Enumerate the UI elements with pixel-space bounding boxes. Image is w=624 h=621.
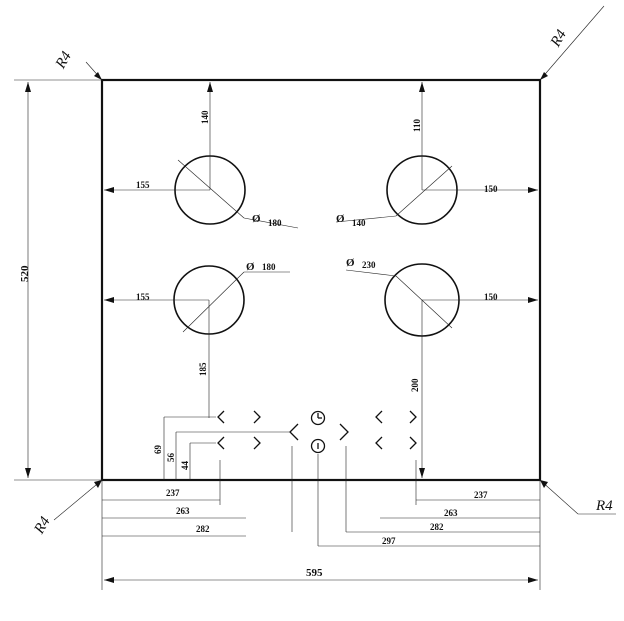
- control-right-dimensions: 237 263 282 297: [317, 446, 540, 547]
- offset-edge: 185: [198, 362, 208, 376]
- control-offset: 69: [153, 445, 163, 455]
- chevron-right-icon: [253, 410, 261, 424]
- control-offset: 263: [444, 508, 458, 518]
- burner-top-right: 110 150 Ø 140: [335, 82, 538, 228]
- offset-side: 155: [136, 180, 150, 190]
- control-offset: 237: [474, 490, 488, 500]
- chevron-right-icon: [409, 410, 417, 424]
- burner-bottom-left: 155 185 Ø 180: [104, 261, 290, 418]
- radius-label: R4: [31, 514, 54, 538]
- chevron-right-icon: [339, 423, 349, 441]
- corner-radius-bottom-right: R4: [539, 479, 616, 515]
- timer-icon: [310, 410, 326, 426]
- control-offset: 237: [166, 488, 180, 498]
- control-offset: 263: [176, 506, 190, 516]
- power-icon: [310, 438, 326, 454]
- burner-bottom-right: 150 200 Ø 230: [345, 257, 538, 478]
- overall-height-dimension: 520: [14, 79, 102, 481]
- offset-edge: 110: [412, 118, 422, 132]
- control-left-dimensions: 237 263 282: [102, 446, 293, 537]
- overall-width-dimension: 595: [101, 480, 541, 590]
- radius-label: R4: [547, 27, 570, 51]
- height-value: 520: [19, 265, 31, 282]
- control-offset: 44: [180, 461, 190, 471]
- control-offset: 282: [430, 522, 444, 532]
- control-panel: [217, 410, 417, 454]
- diameter-symbol: Ø: [336, 213, 345, 225]
- chevron-left-icon: [375, 436, 383, 450]
- offset-edge: 200: [410, 378, 420, 392]
- control-offset: 282: [196, 524, 210, 534]
- chevron-left-icon: [375, 410, 383, 424]
- control-vertical-dimensions: 69 56 44: [153, 416, 290, 480]
- corner-radius-bottom-left: R4: [31, 479, 103, 538]
- offset-side: 150: [484, 292, 498, 302]
- chevron-left-icon: [217, 410, 225, 424]
- diameter-value: 140: [352, 218, 366, 228]
- control-offset: 56: [166, 453, 176, 463]
- offset-side: 150: [484, 184, 498, 194]
- corner-radius-top-right: R4: [539, 5, 605, 81]
- diameter-value: 230: [362, 260, 376, 270]
- burner-top-left: 140 155 Ø 180: [104, 82, 299, 229]
- diameter-symbol: Ø: [246, 261, 255, 273]
- diameter-symbol: Ø: [346, 257, 355, 269]
- chevron-left-icon: [217, 436, 225, 450]
- plate-outline: [100, 78, 542, 482]
- corner-radius-top-left: R4: [52, 49, 103, 81]
- diameter-symbol: Ø: [252, 213, 261, 225]
- chevron-right-icon: [409, 436, 417, 450]
- chevron-right-icon: [253, 436, 261, 450]
- diameter-value: 180: [268, 218, 282, 228]
- width-value: 595: [306, 567, 323, 579]
- chevron-left-icon: [289, 423, 299, 441]
- radius-label: R4: [52, 49, 75, 73]
- offset-side: 155: [136, 292, 150, 302]
- control-offset: 297: [382, 536, 396, 546]
- offset-edge: 140: [200, 110, 210, 124]
- diameter-value: 180: [262, 262, 276, 272]
- radius-label: R4: [595, 498, 613, 514]
